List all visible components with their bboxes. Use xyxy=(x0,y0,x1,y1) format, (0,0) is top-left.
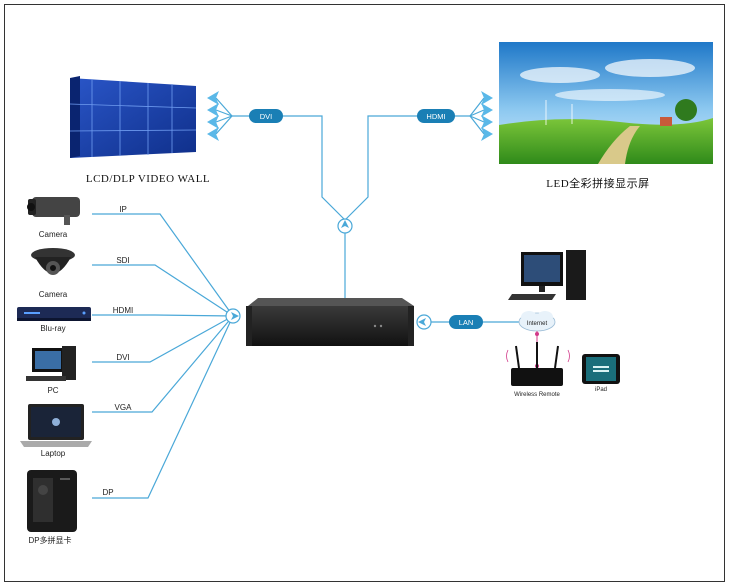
tablet-label: iPad xyxy=(595,387,607,393)
input-device-label: DP多拼显卡 xyxy=(28,535,71,545)
input-signal-label: VGA xyxy=(115,403,133,412)
link-ip xyxy=(92,213,234,317)
input-signal-label: DP xyxy=(102,488,113,497)
link-hdmi xyxy=(344,115,470,221)
link-dvi xyxy=(232,115,346,221)
input-device-label: Blu-ray xyxy=(40,324,65,333)
dome-camera-icon xyxy=(31,248,75,275)
diagram-frame xyxy=(4,4,725,582)
bullet-camera-icon xyxy=(27,197,80,225)
bluray-player-icon xyxy=(17,307,91,321)
led-screen-icon xyxy=(499,42,713,164)
arrow-hubs xyxy=(225,218,432,330)
link-dvi-in xyxy=(92,315,234,363)
dvi-output-pill: DVI xyxy=(249,109,283,123)
connection-lines xyxy=(92,97,520,499)
video-processor-icon xyxy=(246,298,414,346)
input-device-label: Camera xyxy=(39,230,68,239)
dvi-output-label: DVI xyxy=(260,112,273,121)
input-signal-label: DVI xyxy=(116,353,129,362)
hdmi-output-pill: HDMI xyxy=(417,109,455,123)
input-device-label: Camera xyxy=(39,290,68,299)
lan-label: LAN xyxy=(459,318,474,327)
input-labels: Camera IP Camera SDI Blu-ray HDMI PC DVI… xyxy=(28,205,133,545)
lan-pill: LAN xyxy=(449,315,483,329)
led-screen-arrowheads xyxy=(481,91,493,141)
internet-cloud-icon xyxy=(518,311,556,332)
link-sdi xyxy=(92,264,234,317)
link-dp xyxy=(92,315,234,499)
input-device-label: Laptop xyxy=(41,449,66,458)
laptop-icon xyxy=(20,404,92,447)
video-wall-title: LCD/DLP VIDEO WALL xyxy=(86,173,210,185)
input-device-label: PC xyxy=(47,386,58,395)
input-signal-label: IP xyxy=(119,205,127,214)
router-label: Wireless Remote xyxy=(514,392,560,398)
link-vga xyxy=(92,315,234,413)
pc-icon xyxy=(26,346,76,381)
input-signal-label: HDMI xyxy=(113,306,133,315)
link-hdmi-in xyxy=(92,314,234,317)
pc-tower-icon xyxy=(27,470,77,532)
hdmi-output-label: HDMI xyxy=(426,112,445,121)
video-wall-arrowheads xyxy=(207,91,219,141)
input-signal-label: SDI xyxy=(116,256,129,265)
desktop-computer-icon xyxy=(508,250,586,300)
internet-label: Internet xyxy=(527,321,548,327)
led-screen-title: LED全彩拼接显示屏 xyxy=(546,176,649,190)
video-wall-icon xyxy=(69,76,197,158)
wireless-router-icon xyxy=(506,342,570,386)
tablet-icon xyxy=(582,354,620,384)
